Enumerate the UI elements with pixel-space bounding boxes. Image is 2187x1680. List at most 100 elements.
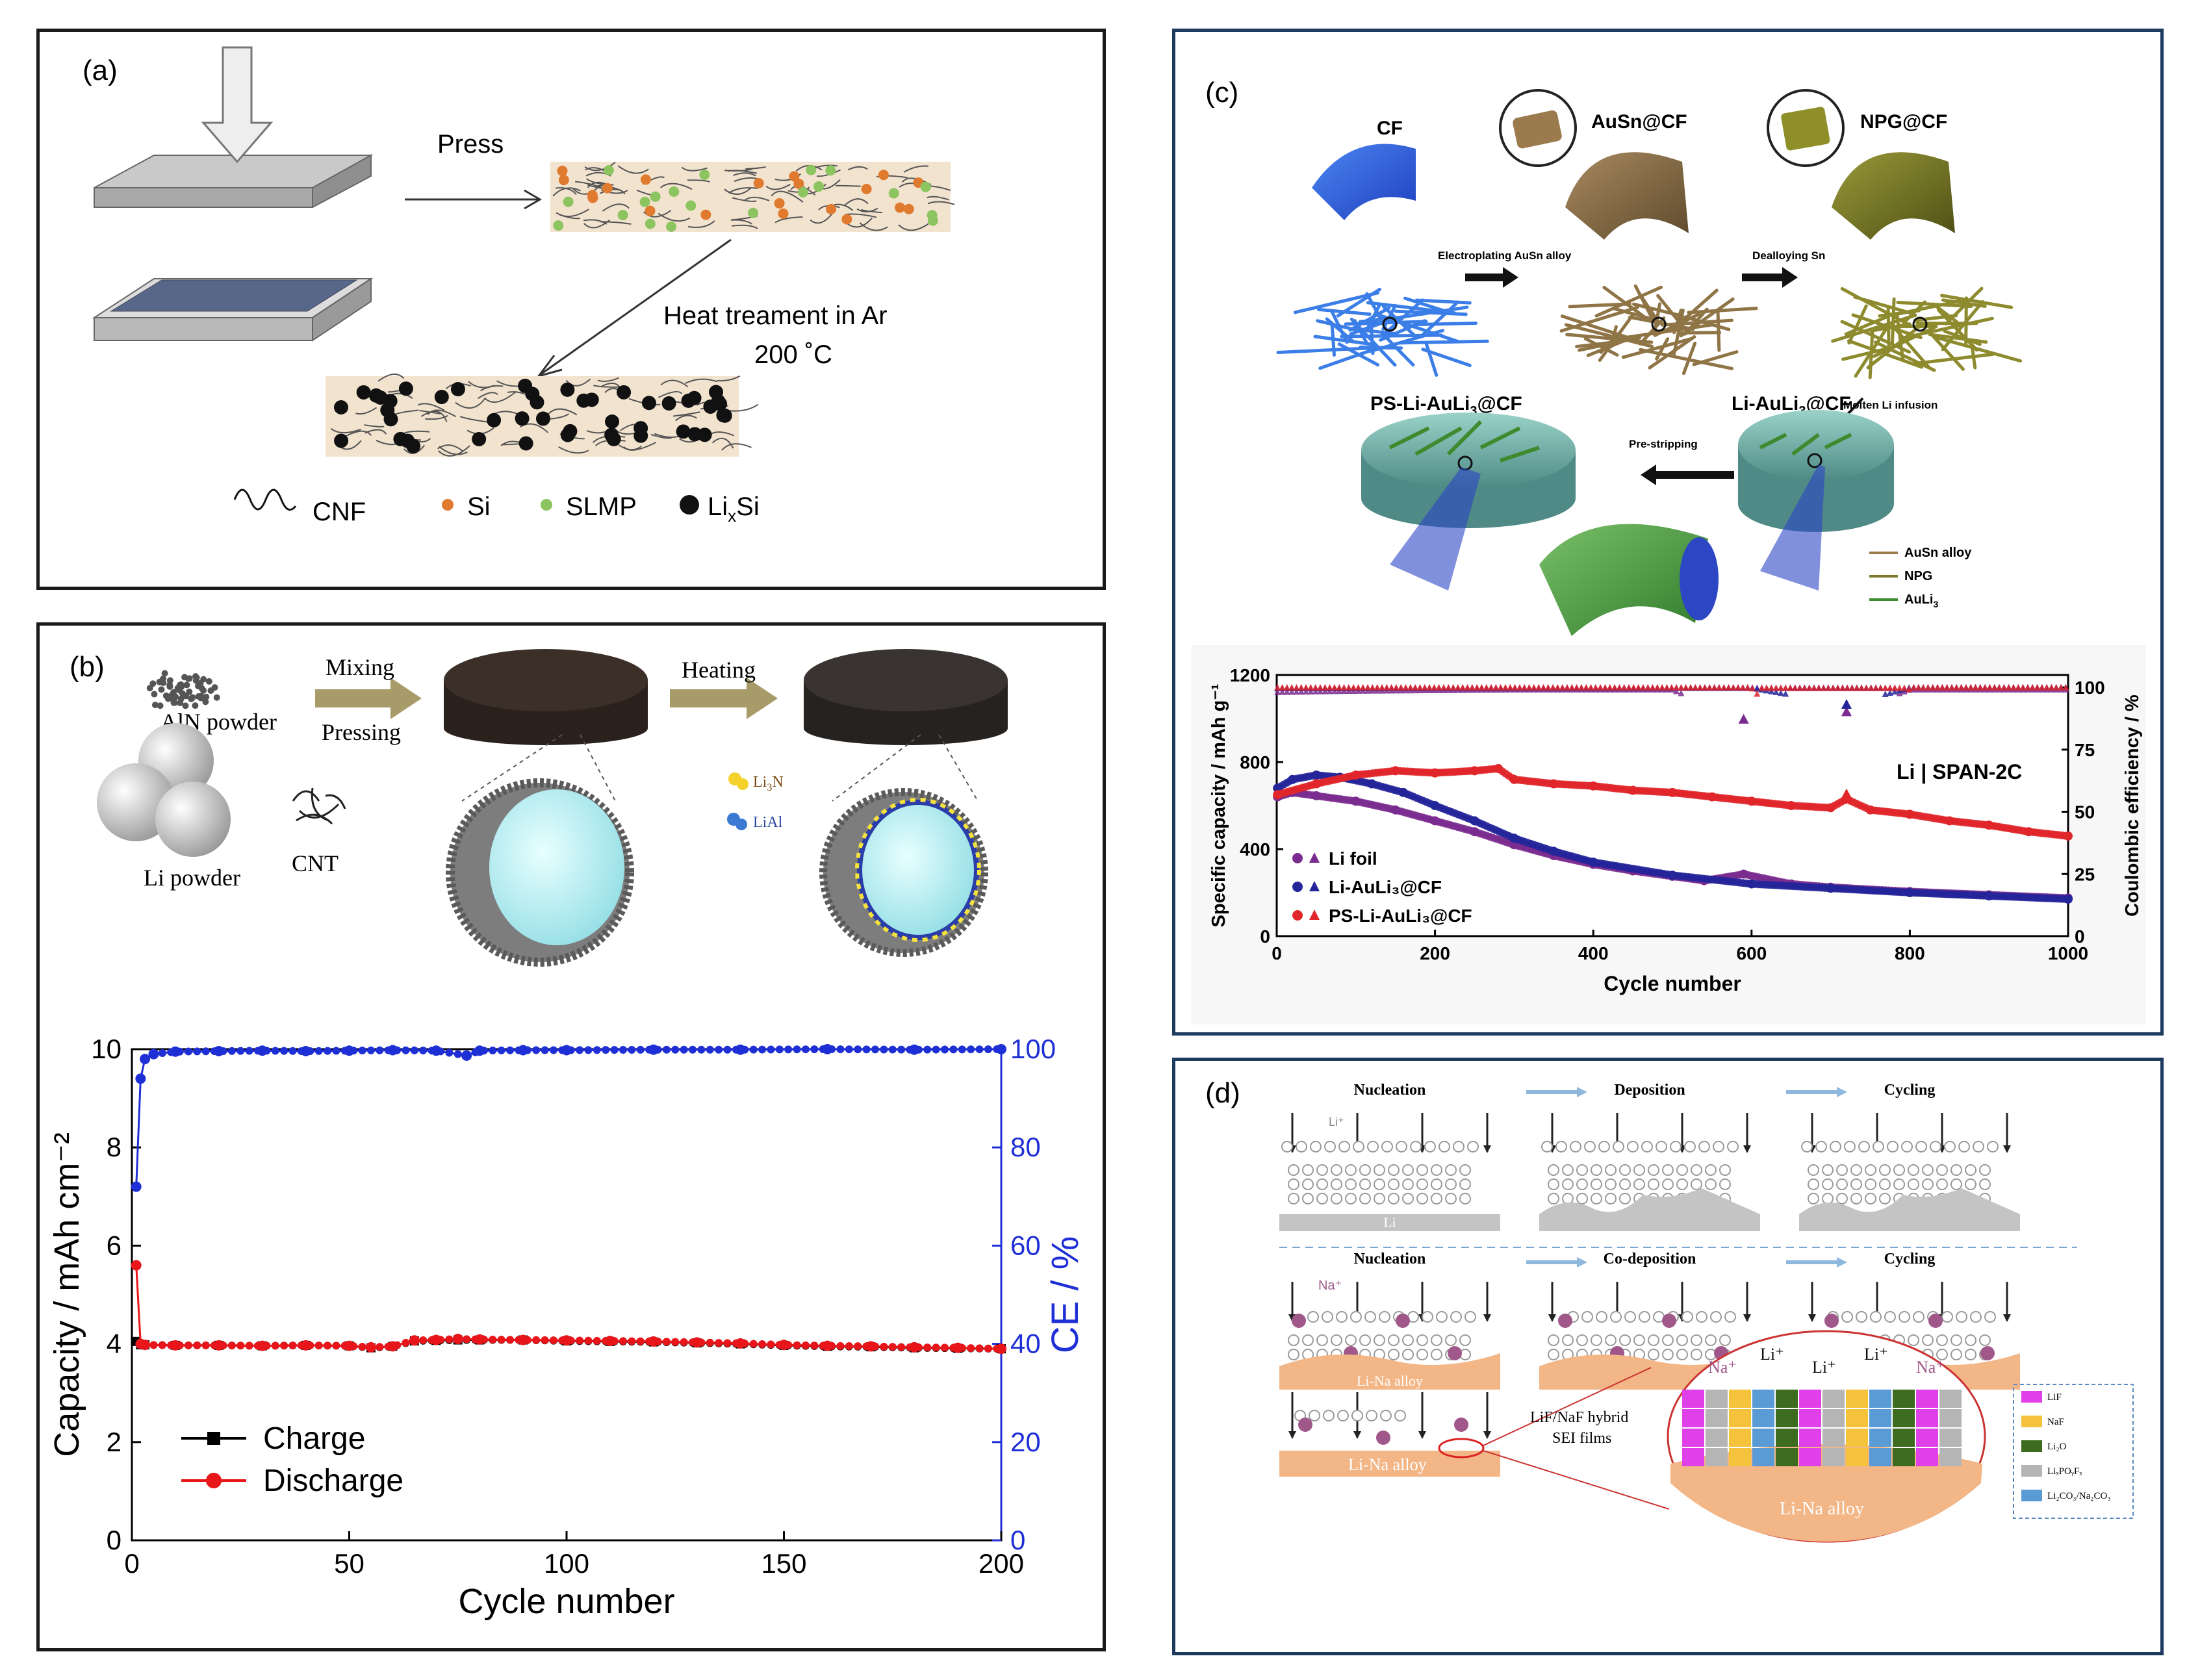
film-particle [920, 181, 931, 192]
data-point [1739, 869, 1748, 879]
cnf-squiggle-icon [233, 489, 297, 511]
series-2 [1273, 683, 2073, 841]
film-particle [450, 382, 465, 397]
sei-legend-label: Li₂O [2047, 1442, 2067, 1452]
svg-text:AuLi3: AuLi3 [1904, 592, 1938, 609]
sei-legend-label: NaF [2047, 1417, 2064, 1427]
film-particle [639, 196, 650, 207]
y-tick-label: 6 [107, 1230, 122, 1260]
sei-legend-swatch [2021, 1440, 2042, 1452]
aln-powder-heap [146, 670, 220, 709]
y2-tick-label: 80 [1010, 1132, 1041, 1162]
sei-ion-label: Na⁺ [1708, 1358, 1737, 1377]
npg-cf-label: NPG@CF [1860, 111, 1947, 133]
svg-text:AuSn alloy: AuSn alloy [1904, 546, 1972, 560]
data-point [1390, 805, 1400, 815]
x-axis-label: Cycle number [1604, 972, 1741, 995]
li-auli3-cf-label: Li-AuLi3@CF [1732, 393, 1851, 418]
panel-c-legend: AuSn alloy NPG AuLi3 [1869, 546, 1972, 609]
y-axis-label: Specific capacity / mAh g⁻¹ [1209, 684, 1229, 928]
film-particle [797, 186, 808, 197]
fiber-networks [1276, 284, 2022, 379]
film-particle [650, 191, 661, 202]
legend-slmp: SLMP [566, 492, 637, 521]
heated-disc [804, 649, 1008, 745]
film-particle [518, 378, 533, 393]
film-particle [406, 439, 421, 453]
film-particle [617, 385, 632, 400]
svg-text:Li-Na alloy: Li-Na alloy [1348, 1455, 1427, 1474]
y-tick-label: 8 [107, 1132, 122, 1162]
panel-a-svg: (a) Press Heat treament in Ar 200 ˚C [83, 46, 955, 526]
y-tick-label: 0 [107, 1525, 122, 1555]
y2-tick-label: 0 [1010, 1525, 1025, 1555]
x-tick-label: 0 [1272, 943, 1282, 963]
dealloying-arrow-icon [1742, 267, 1798, 288]
film-particle [748, 207, 759, 218]
legend-charge: Charge [263, 1421, 365, 1456]
sei-legend-label: LiF [2047, 1392, 2062, 1403]
x-tick-label: 800 [1895, 943, 1925, 963]
film-particle [553, 220, 564, 231]
data-point [1470, 816, 1479, 826]
npg-tube [1832, 152, 1955, 240]
plot-frame [131, 1048, 1003, 1542]
sei-legend-swatch [2021, 1391, 2042, 1403]
film-particle [813, 181, 825, 192]
film-particle [789, 171, 800, 182]
data-point [1494, 764, 1503, 774]
film-particle [661, 396, 676, 411]
data-point [1273, 790, 1283, 800]
film-particle [774, 197, 785, 209]
data-point [1841, 794, 1851, 804]
x-tick-label: 600 [1736, 943, 1767, 963]
x-tick-label: 200 [978, 1548, 1024, 1579]
data-point [2064, 895, 2073, 904]
sei-legend-swatch [2021, 1490, 2042, 1501]
panel-d-tag: (d) [1205, 1077, 1240, 1109]
panel-a: (a) Press Heat treament in Ar 200 ˚C [36, 29, 1106, 590]
series-discharge [131, 1260, 1006, 1355]
sei-zoom: Li-Na alloy LiF/NaF hybrid SEI films Li-… [1279, 1330, 1986, 1543]
film-particle [666, 221, 677, 232]
y-tick-label: 4 [107, 1329, 122, 1359]
ausn-tube [1565, 152, 1689, 240]
data-point [1509, 834, 1519, 843]
stage-title: Cycling [1884, 1082, 1936, 1099]
data-point [1288, 774, 1298, 784]
data-point [1905, 809, 1915, 819]
panel-a-tag: (a) [83, 55, 118, 86]
film-particle [927, 215, 938, 226]
film-particle [703, 399, 718, 414]
data-point [2064, 831, 2073, 841]
data-point [1668, 871, 1677, 880]
legend-si: Si [467, 492, 491, 521]
film-particle [633, 428, 648, 443]
film-particle [841, 214, 852, 225]
mixing-label: Mixing [326, 654, 394, 680]
mixing-arrow-icon [315, 678, 422, 719]
data-point [1826, 803, 1835, 813]
film-particle [617, 210, 628, 221]
data-point [1865, 805, 1875, 815]
press-arrow-icon [405, 189, 542, 210]
cf-tube [1312, 144, 1416, 220]
svg-text:Li3N: Li3N [753, 774, 784, 793]
panel-b-svg: (b) AlN powder Li powder CNT Mixing Pres… [47, 649, 1086, 1621]
li-powder-label: Li powder [144, 865, 240, 891]
svg-text:Li-Na alloy: Li-Na alloy [1780, 1499, 1864, 1519]
x-tick-label: 400 [1578, 943, 1609, 963]
data-point [1351, 770, 1361, 780]
y2-tick-label: 60 [1010, 1230, 1041, 1260]
y2-tick-label: 50 [2075, 802, 2095, 822]
film-particle [560, 382, 575, 397]
data-point [1786, 801, 1796, 810]
ce-outlier [1841, 706, 1852, 717]
sei-ion-label: Li⁺ [1812, 1358, 1836, 1377]
film-particle [584, 392, 599, 407]
y-tick-label: 2 [107, 1427, 122, 1457]
data-point [1707, 792, 1717, 802]
film-particle [645, 205, 656, 216]
